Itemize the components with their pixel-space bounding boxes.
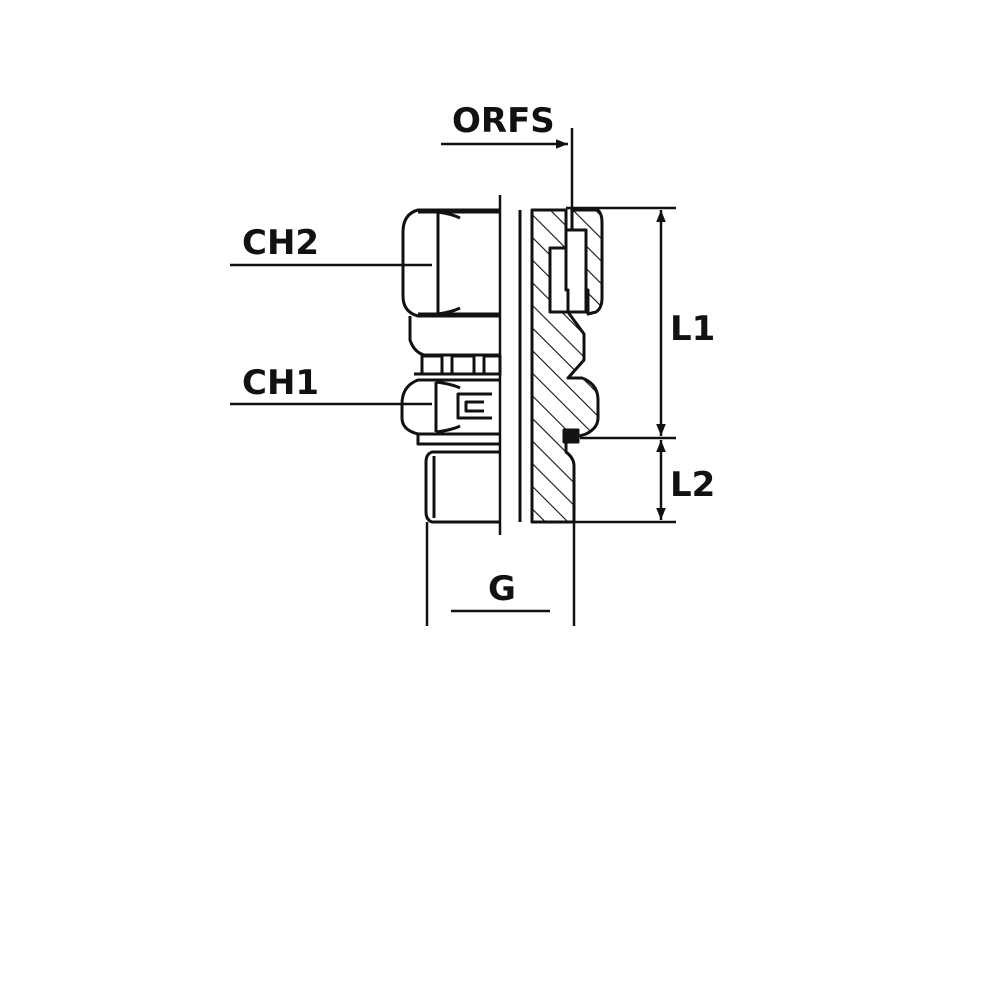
- ch1-hex-body: [400, 378, 500, 436]
- ch2-label: CH2: [242, 223, 319, 263]
- dimensions: [230, 128, 676, 626]
- collar: [416, 434, 500, 446]
- threaded-stud: [424, 450, 500, 524]
- ch2-hex-nut: [401, 208, 500, 318]
- l2-label: L2: [670, 465, 715, 505]
- o-ring-seal: [562, 428, 580, 444]
- locking-teeth: [414, 354, 502, 376]
- body-section: [530, 208, 600, 524]
- orfs-label: ORFS: [452, 101, 555, 141]
- nut-neck: [408, 316, 500, 357]
- g-label: G: [488, 569, 516, 609]
- nut-sleeve: [564, 228, 588, 314]
- section-half: [530, 208, 604, 524]
- ch1-label: CH1: [242, 363, 319, 403]
- fitting-body: [400, 195, 522, 535]
- l1-label: L1: [670, 309, 715, 349]
